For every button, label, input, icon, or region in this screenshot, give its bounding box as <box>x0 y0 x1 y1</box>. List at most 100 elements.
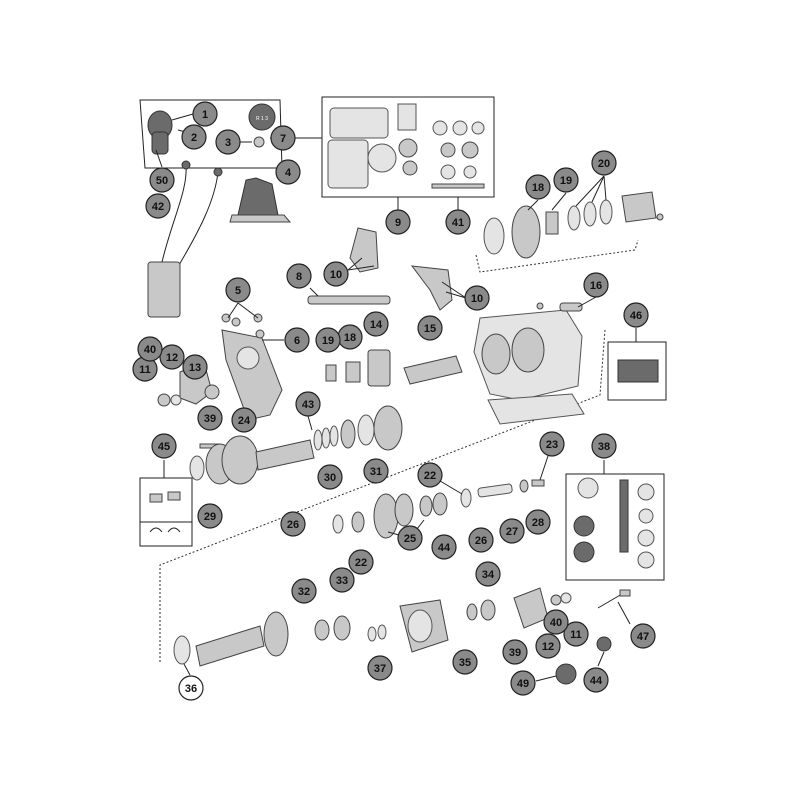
callout-label: 2 <box>191 132 197 144</box>
callout-circle <box>348 549 374 575</box>
adapter-kit-box <box>607 341 667 401</box>
callout-label: 24 <box>238 415 251 427</box>
callout-circle <box>286 263 312 289</box>
callout-c45: 45 <box>151 433 177 459</box>
callout-circle <box>192 101 218 127</box>
bearing-32-part <box>314 619 330 641</box>
callout-circle <box>317 464 343 490</box>
washer-26-part <box>332 514 344 534</box>
callout-circle <box>417 315 443 341</box>
gear-14-part <box>367 349 391 387</box>
shaft-15-part <box>403 355 463 385</box>
shims-20-part <box>567 199 613 231</box>
callout-label: 26 <box>287 519 299 531</box>
callout-c12a: 12 <box>159 344 185 370</box>
callout-label: 7 <box>280 133 286 145</box>
yoke-right-part <box>513 587 549 629</box>
callout-circle <box>583 272 609 298</box>
callout-circle <box>475 561 501 587</box>
callout-label: 25 <box>404 533 416 545</box>
callout-c19b: 19 <box>315 327 341 353</box>
adapter-plate-part <box>617 359 659 383</box>
callout-c6: 6 <box>284 327 310 353</box>
callout-c18b: 18 <box>337 324 363 350</box>
gasket-kit-contents <box>327 103 485 189</box>
bearing-18-part <box>345 361 361 383</box>
spacer-44-part <box>419 492 448 517</box>
callout-c22a: 22 <box>417 462 443 488</box>
mainshaft-24-part <box>255 439 315 471</box>
callout-label: 11 <box>139 364 151 376</box>
callout-label: 44 <box>590 675 603 687</box>
callout-label: 38 <box>598 441 610 453</box>
callout-c33: 33 <box>329 567 355 593</box>
callout-label: 44 <box>438 542 451 554</box>
snap-rings-37-part <box>367 624 387 642</box>
callout-label: 19 <box>560 175 572 187</box>
callout-label: 11 <box>570 629 582 641</box>
callout-circle <box>197 405 223 431</box>
callout-circle <box>452 649 478 675</box>
callout-label: 14 <box>370 319 383 331</box>
callout-label: 12 <box>166 352 178 364</box>
callout-circle <box>145 193 171 219</box>
callout-c16: 16 <box>583 272 609 298</box>
callout-label: 39 <box>509 647 521 659</box>
callout-label: 39 <box>204 413 216 425</box>
callout-label: 19 <box>322 335 334 347</box>
callout-circle <box>539 431 565 457</box>
callout-c49: 49 <box>510 670 536 696</box>
seal-49-part <box>555 663 577 685</box>
bearing-30-part <box>340 419 356 449</box>
callout-label: 32 <box>298 586 310 598</box>
bearing-19-part <box>325 364 337 382</box>
callout-circle <box>397 525 423 551</box>
needle-bearing-22-part <box>351 511 365 533</box>
callout-c39a: 39 <box>197 405 223 431</box>
callout-label: 12 <box>542 641 554 653</box>
callout-circle <box>329 567 355 593</box>
output-gear-18-part <box>483 205 541 259</box>
callout-label: 8 <box>296 271 302 283</box>
callout-c10b: 10 <box>464 285 490 311</box>
callout-c4: 4 <box>275 159 301 185</box>
nut-washer-right-part <box>550 592 572 606</box>
callout-label: 28 <box>532 517 544 529</box>
leader-lines <box>155 113 637 682</box>
rebuild-kit-contents <box>573 477 655 569</box>
callout-label: 26 <box>475 535 487 547</box>
washer-22-right-part <box>460 488 472 508</box>
callout-c25: 25 <box>397 525 423 551</box>
callout-c30: 30 <box>317 464 343 490</box>
callout-c18a: 18 <box>525 174 551 200</box>
callout-circle <box>468 527 494 553</box>
callout-label: 29 <box>204 511 216 523</box>
callout-label: 3 <box>225 137 231 149</box>
callout-label: 49 <box>517 678 529 690</box>
end-cover-part <box>621 191 664 223</box>
clips-45-part <box>149 491 181 533</box>
callout-circle <box>591 433 617 459</box>
callout-circle <box>231 407 257 433</box>
callout-circle <box>275 159 301 185</box>
callout-c44a: 44 <box>431 534 457 560</box>
callout-circle <box>225 277 251 303</box>
shift-fork-upper-part <box>349 227 379 273</box>
shift-pattern-plate-part: R 1 3 <box>248 103 276 131</box>
callout-circle <box>315 327 341 353</box>
callout-circle <box>291 578 317 604</box>
callout-label: 16 <box>590 280 602 292</box>
rear-bearing-36-part <box>173 635 191 665</box>
plug-44-part <box>596 636 612 652</box>
dowel-16-part <box>536 302 583 312</box>
callout-c42: 42 <box>145 193 171 219</box>
callout-label: 22 <box>355 557 367 569</box>
bolt-23-part <box>531 479 545 487</box>
callout-c7: 7 <box>270 125 296 151</box>
cluster-gear-25-part <box>373 493 414 539</box>
gasket-kit-box <box>321 96 495 198</box>
callout-c19a: 19 <box>553 167 579 193</box>
callout-circle <box>323 261 349 287</box>
